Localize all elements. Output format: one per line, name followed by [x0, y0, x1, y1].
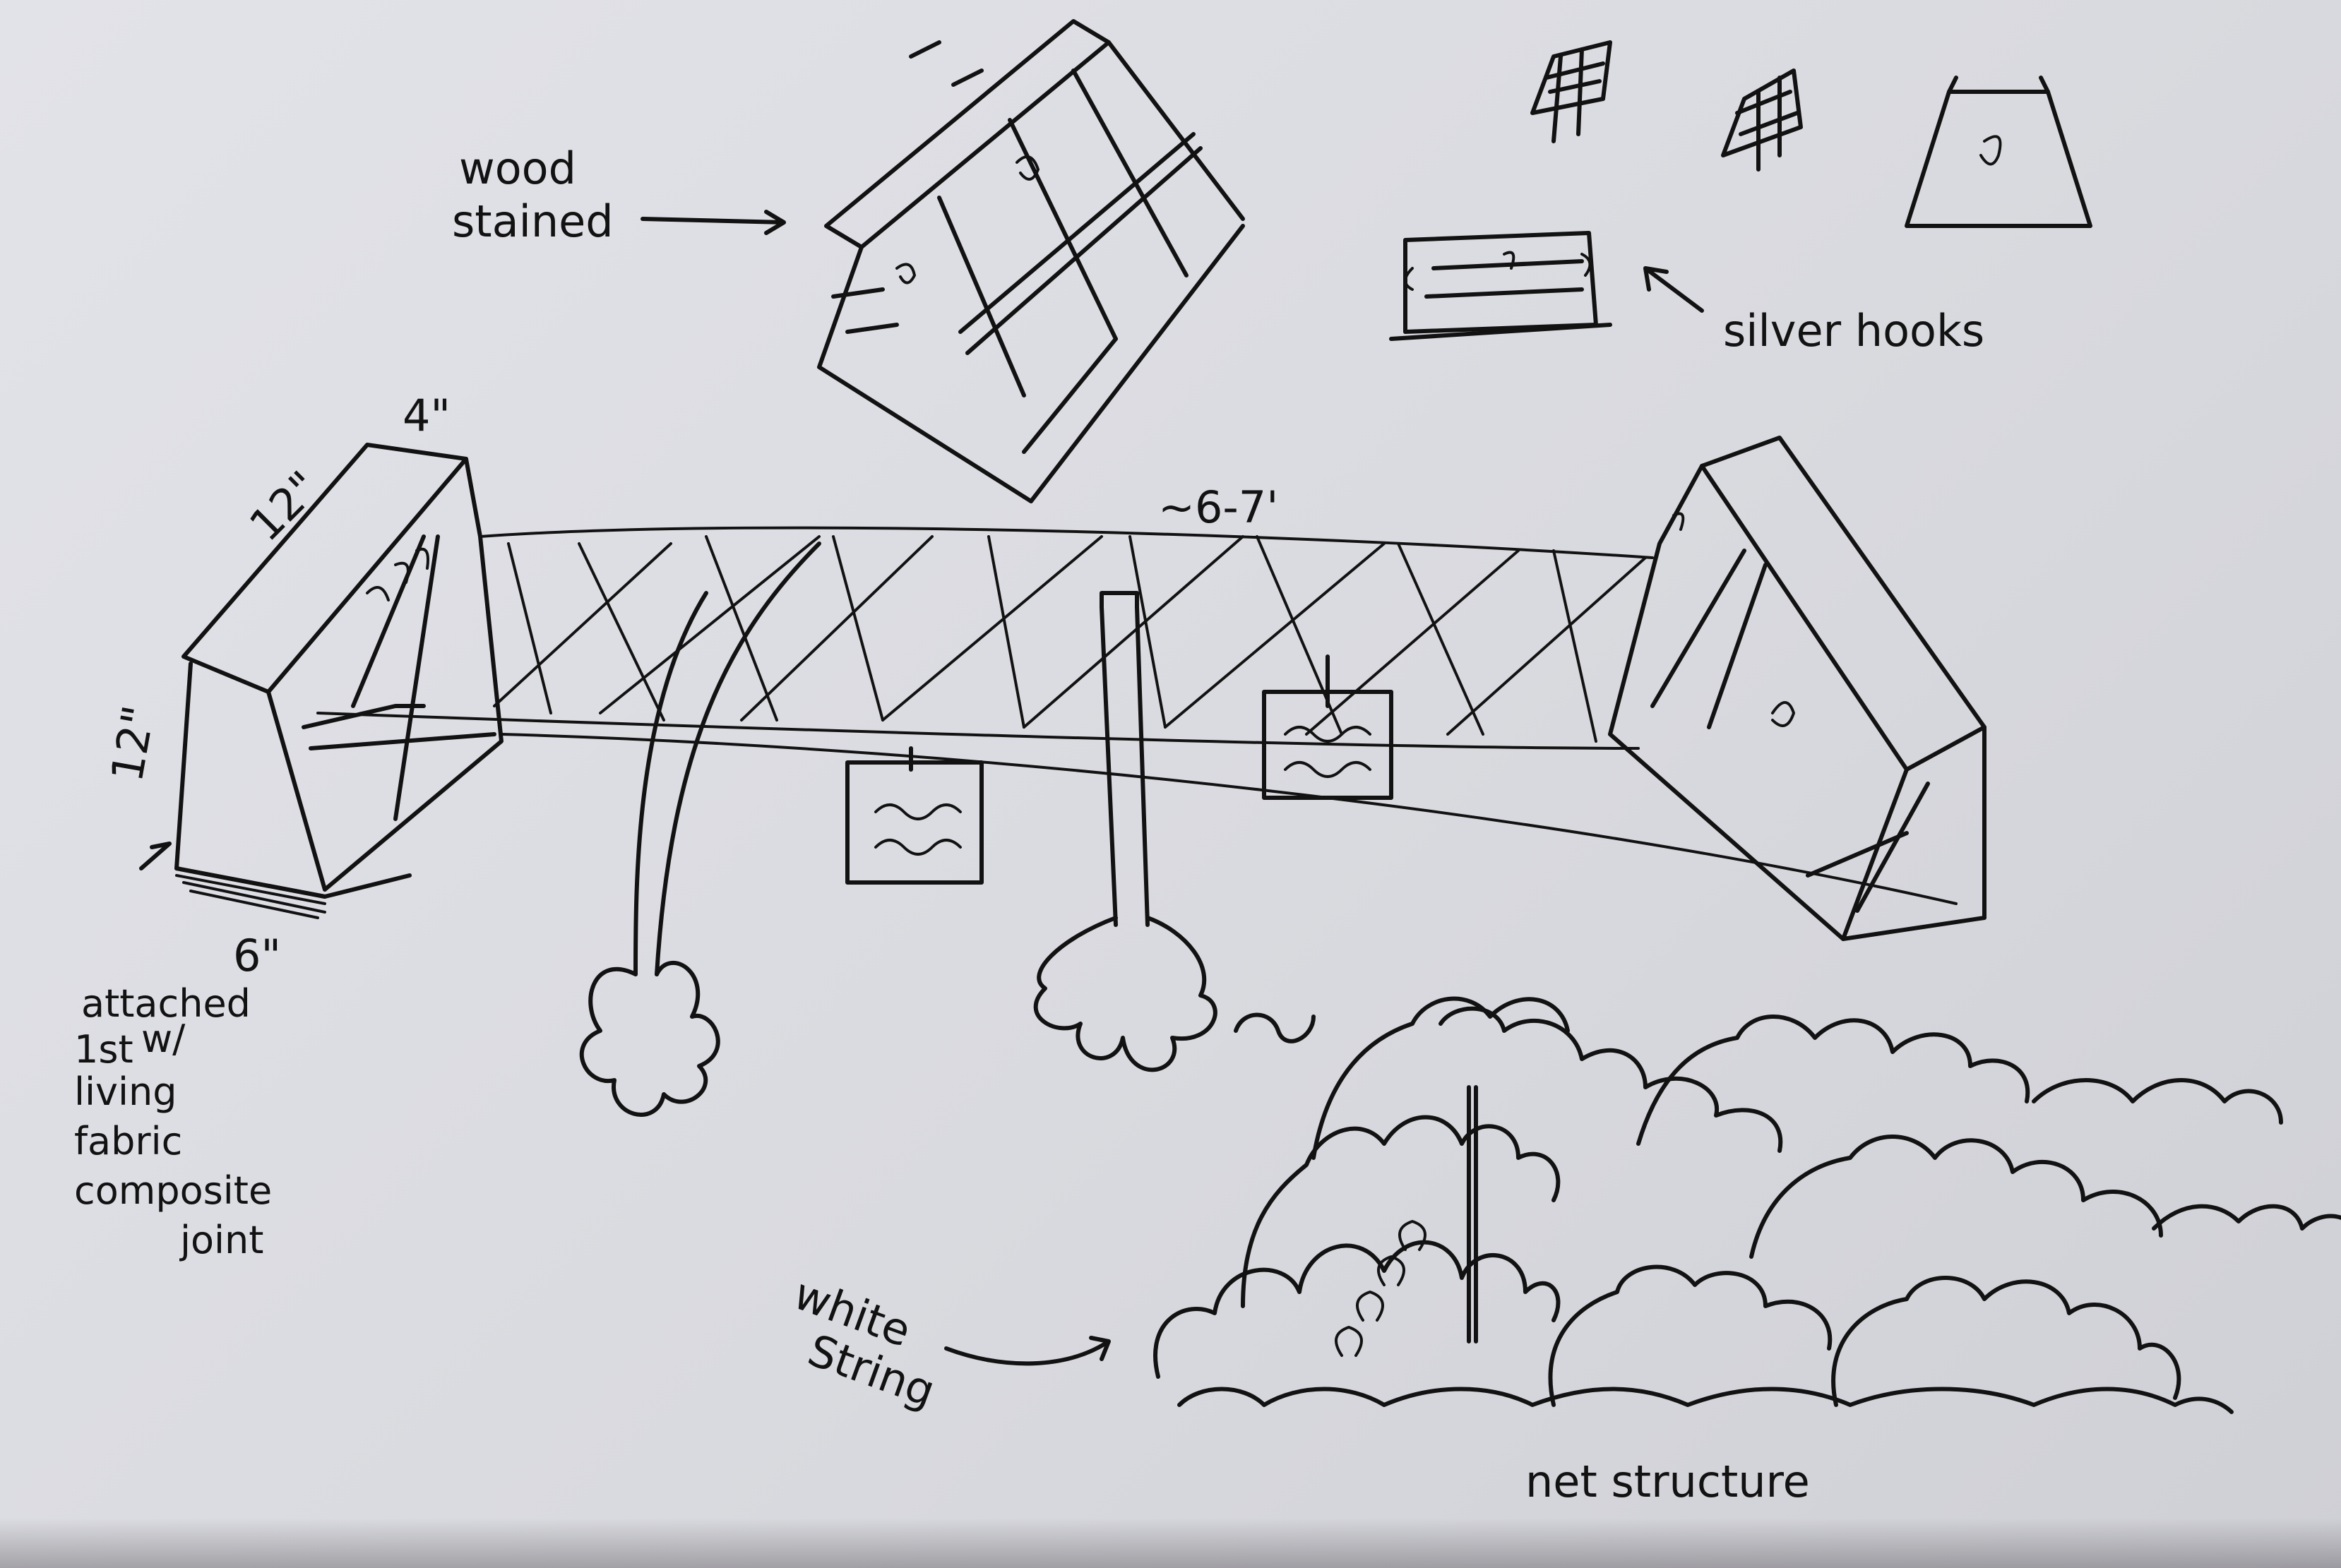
span-label: ~6-7': [1158, 481, 1278, 533]
silver-hooks-arrow: [1643, 266, 1704, 313]
pinned-card-2: [1262, 654, 1393, 800]
label-net-structure: net structure: [1525, 1456, 1810, 1507]
right-wood-box-drawing: [1608, 436, 1986, 941]
paper-edge-shadow: [0, 1518, 2341, 1568]
hook-sketch-3: [1905, 76, 2092, 228]
dim-top: 4": [403, 390, 451, 441]
pinned-card-1: [845, 746, 984, 885]
note-line-3: w/: [141, 1017, 186, 1061]
net-structure-drawing: [1153, 996, 2341, 1414]
stained-wood-roof-drawing: [817, 19, 1245, 503]
label-wood: wood: [459, 143, 576, 194]
hanging-net-drawing: [316, 526, 1958, 1117]
left-wood-box-drawing: [139, 443, 504, 919]
hook-sketch-2: [1721, 68, 1803, 172]
hook-sketch-1: [1530, 40, 1612, 143]
dim-left-side: 12": [101, 702, 165, 785]
label-stained: stained: [452, 196, 614, 247]
white-string-arrow: [944, 1336, 1111, 1366]
note-line-5: fabric: [74, 1119, 182, 1163]
note-line-2: 1st: [74, 1027, 133, 1072]
dim-bottom: 6": [233, 930, 281, 981]
wood-stained-arrow: [641, 210, 786, 235]
hook-sketch-4: [1389, 231, 1612, 341]
dim-left-top: 12": [239, 461, 330, 551]
label-silver-hooks: silver hooks: [1723, 305, 1984, 357]
note-line-6: composite: [74, 1168, 272, 1213]
note-line-4: living: [74, 1070, 177, 1114]
note-line-7: joint: [179, 1218, 263, 1262]
note-line-1: attached: [81, 981, 251, 1026]
attachment-note: attached 1st w/ living fabric composite …: [74, 981, 272, 1262]
